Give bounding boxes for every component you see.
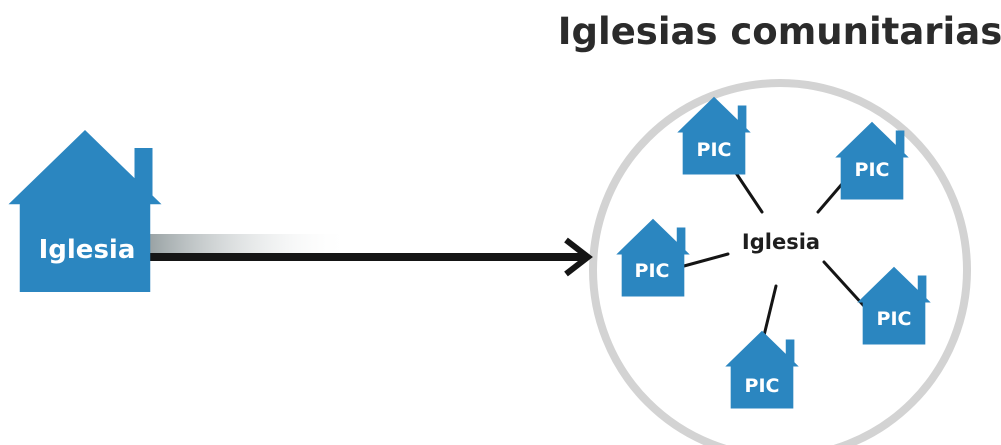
source-church	[8, 130, 162, 292]
pic-label: PIC	[745, 375, 780, 397]
house-icon	[725, 330, 799, 409]
house-icon	[857, 266, 931, 345]
diagram-title: Iglesias comunitarias	[558, 10, 1001, 53]
pic-label: PIC	[877, 308, 912, 330]
arrow-fade-band	[150, 234, 350, 254]
pic-house	[835, 121, 909, 200]
connector-lines	[682, 171, 866, 354]
pic-house	[725, 330, 799, 409]
house-icon	[677, 96, 751, 175]
connector-line	[734, 171, 764, 214]
connector-line	[682, 252, 730, 268]
pic-label: PIC	[635, 260, 670, 282]
connector-line	[822, 260, 866, 308]
center-church-label: Iglesia	[742, 230, 820, 254]
house-icon	[835, 121, 909, 200]
house-icon	[616, 218, 690, 297]
pic-house	[677, 96, 751, 175]
house-icon	[8, 130, 162, 292]
pic-label: PIC	[697, 139, 732, 161]
transition-arrow	[150, 237, 593, 277]
connector-line	[816, 182, 844, 214]
pic-label: PIC	[855, 159, 890, 181]
pic-house	[616, 218, 690, 297]
source-church-label: Iglesia	[39, 235, 136, 265]
pic-house	[857, 266, 931, 345]
